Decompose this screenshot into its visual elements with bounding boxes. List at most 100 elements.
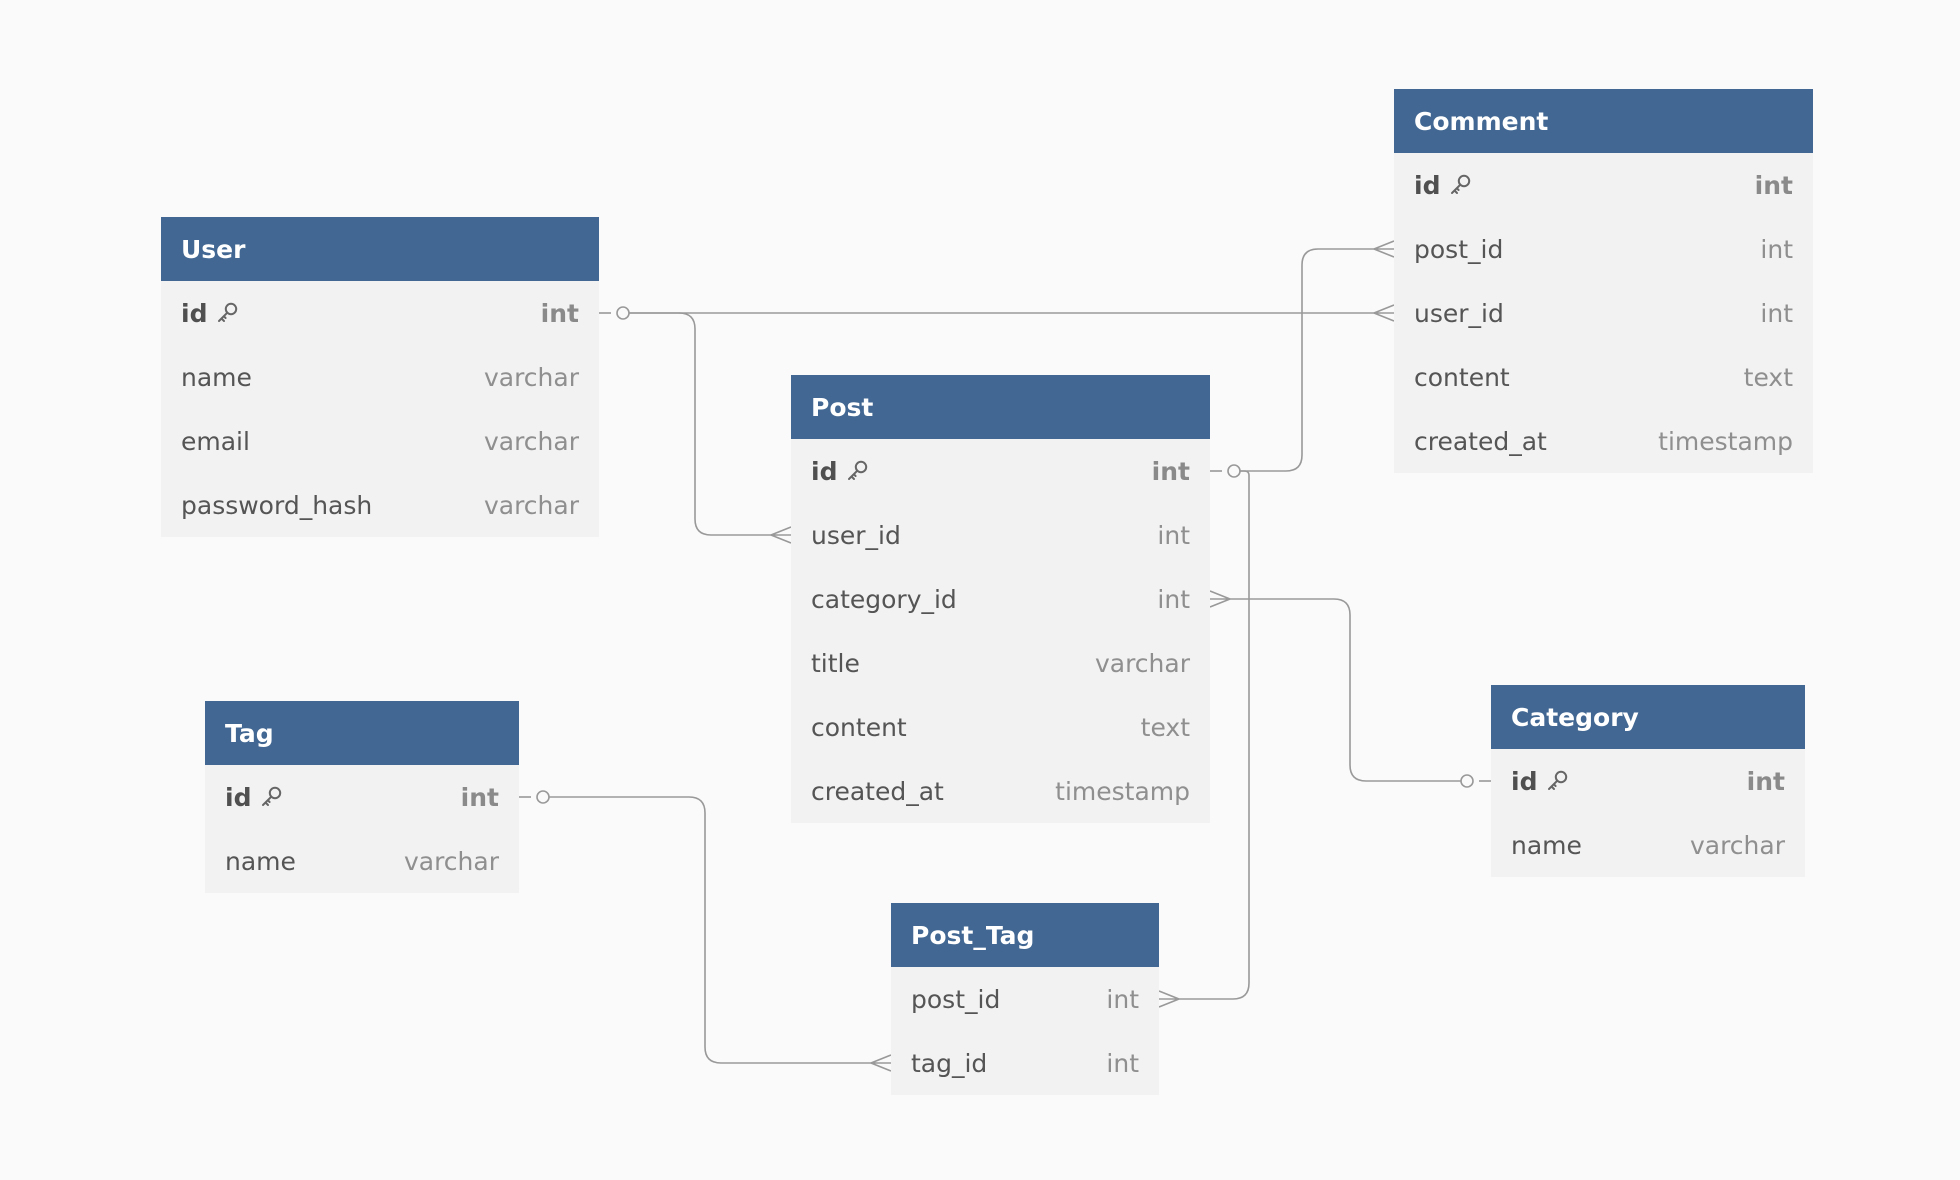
column-name: id: [1511, 767, 1569, 796]
column-name-text: name: [1511, 830, 1582, 860]
column-type: varchar: [403, 846, 499, 876]
column-row-title[interactable]: title varchar: [791, 631, 1210, 695]
column-name-text: category_id: [811, 584, 957, 614]
relationship-line: [629, 312, 771, 536]
column-name: password_hash: [181, 491, 372, 520]
column-name-text: id: [225, 782, 252, 812]
column-type: int: [1151, 456, 1190, 486]
column-name-text: created_at: [1414, 426, 1547, 456]
column-name: name: [181, 363, 252, 392]
column-row-post-id[interactable]: post_id int: [1394, 217, 1813, 281]
column-name: created_at: [1414, 427, 1547, 456]
column-name-text: email: [181, 426, 250, 456]
column-row-content[interactable]: content text: [1394, 345, 1813, 409]
table-header[interactable]: Post_Tag: [891, 903, 1159, 967]
column-row-id[interactable]: id int: [1491, 749, 1805, 813]
column-type: varchar: [1094, 648, 1190, 678]
table-header[interactable]: Post: [791, 375, 1210, 439]
column-type: int: [1106, 984, 1139, 1014]
column-name-text: user_id: [1414, 298, 1504, 328]
table-tag[interactable]: Tag id int name varchar: [205, 701, 519, 893]
column-type: int: [540, 298, 579, 328]
column-name: name: [225, 847, 296, 876]
table-header[interactable]: User: [161, 217, 599, 281]
column-name: content: [1414, 363, 1510, 392]
column-type: timestamp: [1055, 776, 1190, 806]
key-icon: [845, 459, 869, 483]
column-row-content[interactable]: content text: [791, 695, 1210, 759]
column-type: int: [1157, 520, 1190, 550]
column-row-email[interactable]: email varchar: [161, 409, 599, 473]
one-end-marker: [1460, 774, 1474, 788]
column-name: category_id: [811, 585, 957, 614]
column-row-name[interactable]: name varchar: [205, 829, 519, 893]
column-row-id[interactable]: id int: [161, 281, 599, 345]
column-name-text: id: [1414, 170, 1441, 200]
table-header[interactable]: Comment: [1394, 89, 1813, 153]
column-name: id: [181, 299, 239, 328]
column-name: id: [225, 783, 283, 812]
column-name-text: id: [811, 456, 838, 486]
column-row-created-at[interactable]: created_at timestamp: [791, 759, 1210, 823]
column-row-created-at[interactable]: created_at timestamp: [1394, 409, 1813, 473]
column-name: id: [811, 457, 869, 486]
column-type: int: [1746, 766, 1785, 796]
one-end-marker: [1227, 464, 1241, 478]
column-name-text: content: [1414, 362, 1510, 392]
table-header[interactable]: Category: [1491, 685, 1805, 749]
column-name: id: [1414, 171, 1472, 200]
key-icon: [1545, 769, 1569, 793]
relationship-line: [1179, 470, 1250, 1000]
column-name: name: [1511, 831, 1582, 860]
column-type: int: [1760, 298, 1793, 328]
column-name-text: user_id: [811, 520, 901, 550]
relationship-line: [1230, 598, 1461, 782]
column-row-post-id[interactable]: post_id int: [891, 967, 1159, 1031]
many-end-marker: [870, 1054, 892, 1072]
relationship-line: [1240, 248, 1374, 472]
column-row-user-id[interactable]: user_id int: [791, 503, 1210, 567]
column-name-text: post_id: [911, 984, 1001, 1014]
column-type: timestamp: [1658, 426, 1793, 456]
column-row-id[interactable]: id int: [791, 439, 1210, 503]
column-type: text: [1140, 712, 1190, 742]
table-header[interactable]: Tag: [205, 701, 519, 765]
key-icon: [1448, 173, 1472, 197]
column-name-text: id: [1511, 766, 1538, 796]
column-row-id[interactable]: id int: [205, 765, 519, 829]
column-type: int: [1106, 1048, 1139, 1078]
column-row-user-id[interactable]: user_id int: [1394, 281, 1813, 345]
relationship-line: [549, 796, 871, 1064]
column-name-text: name: [181, 362, 252, 392]
column-name: title: [811, 649, 860, 678]
many-end-marker: [1158, 990, 1180, 1008]
one-end-marker: [616, 306, 630, 320]
column-type: int: [460, 782, 499, 812]
column-type: int: [1760, 234, 1793, 264]
key-icon: [215, 301, 239, 325]
column-name: content: [811, 713, 907, 742]
column-type: varchar: [483, 426, 579, 456]
column-type: int: [1157, 584, 1190, 614]
one-end-marker: [536, 790, 550, 804]
column-name-text: created_at: [811, 776, 944, 806]
column-type: text: [1743, 362, 1793, 392]
column-name-text: post_id: [1414, 234, 1504, 264]
column-name: post_id: [911, 985, 1000, 1014]
column-name: email: [181, 427, 250, 456]
column-row-id[interactable]: id int: [1394, 153, 1813, 217]
column-row-category-id[interactable]: category_id int: [791, 567, 1210, 631]
column-name-text: password_hash: [181, 490, 373, 520]
column-type: int: [1754, 170, 1793, 200]
